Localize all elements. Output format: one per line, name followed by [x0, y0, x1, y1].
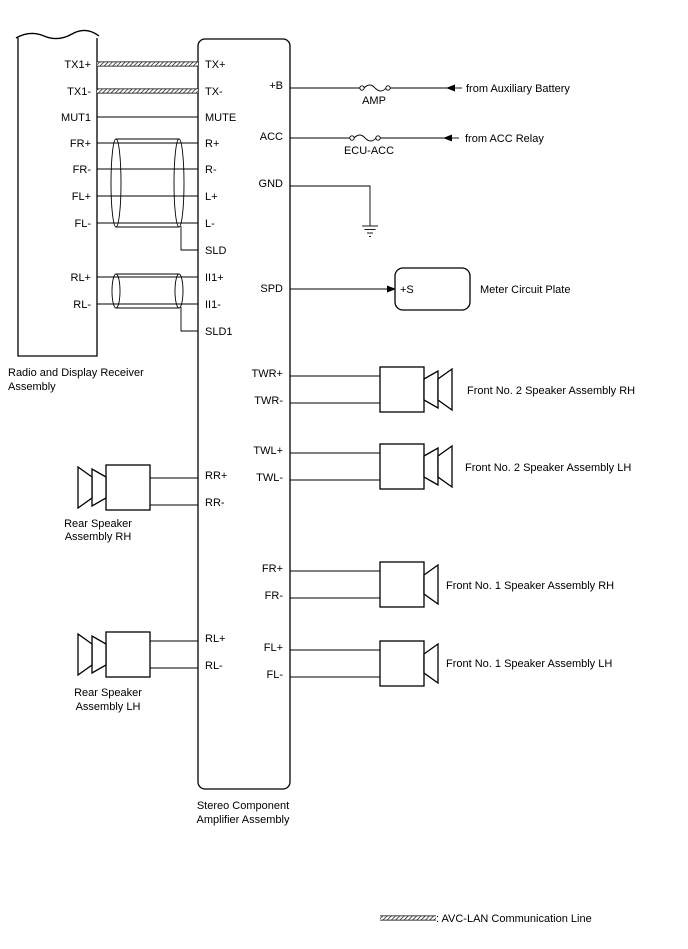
arrow-left-icon [443, 134, 452, 142]
radio-pin-label: RL- [73, 299, 91, 311]
front-no1-speaker-lh-label: Front No. 1 Speaker Assembly LH [446, 658, 612, 670]
amplifier-label-1: Stereo Component [197, 800, 289, 812]
amp-pin-label: R+ [205, 138, 219, 150]
rear-speaker-lh-label-2: Assembly LH [76, 701, 141, 713]
radio-pin-labels: TX1+ TX1- MUT1 FR+ FR- FL+ FL- RL+ RL- [61, 59, 91, 311]
meter-pin-label: +S [400, 284, 414, 296]
amp-pin-label: FR- [265, 590, 284, 602]
front-no2-speaker-lh-label: Front No. 2 Speaker Assembly LH [465, 462, 631, 474]
radio-receiver-assembly [15, 29, 100, 357]
arrow-right-icon [387, 285, 396, 293]
amp-pin-label: RL- [205, 660, 223, 672]
front-no1-speaker-rh-label: Front No. 1 Speaker Assembly RH [446, 580, 614, 592]
amp-pin-label: ACC [260, 131, 283, 143]
front-no2-speaker-rh-label: Front No. 2 Speaker Assembly RH [467, 385, 635, 397]
amp-left-pin-labels: TX+ TX- MUTE R+ R- L+ L- SLD II1+ II1- S… [205, 59, 236, 338]
shield-sld [110, 138, 198, 251]
amp-pin-label: TX- [205, 86, 223, 98]
radio-pin-label: RL+ [71, 272, 92, 284]
legend: : AVC-LAN Communication Line [380, 913, 592, 925]
amp-rear-pin-labels: RR+ RR- RL+ RL- [205, 470, 227, 672]
amp-pin-label: +B [269, 80, 283, 92]
amp-pin-label: SLD [205, 245, 226, 257]
ground-circuit [290, 185, 378, 237]
meter-circuit-plate-label: Meter Circuit Plate [480, 284, 570, 296]
amp-pin-label: R- [205, 164, 217, 176]
amp-pin-label: II1+ [205, 272, 224, 284]
radio-pin-label: FR- [73, 164, 92, 176]
spd-circuit: +S Meter Circuit Plate [290, 267, 570, 311]
radio-pin-label: TX1- [67, 86, 91, 98]
radio-pin-label: FL+ [72, 191, 91, 203]
amplifier-assembly [197, 38, 291, 790]
rear-speaker-rh: Rear Speaker Assembly RH [64, 464, 198, 543]
front-no2-speaker-rh: Front No. 2 Speaker Assembly RH [290, 366, 635, 413]
rear-speaker-rh-label-2: Assembly RH [65, 531, 132, 543]
front-no1-speaker-lh: Front No. 1 Speaker Assembly LH [290, 640, 612, 687]
amp-pin-label: FL+ [264, 642, 283, 654]
amp-pin-label: L+ [205, 191, 218, 203]
amp-pin-label: SPD [260, 283, 283, 295]
rear-speaker-lh: Rear Speaker Assembly LH [74, 631, 198, 713]
radio-pin-label: FL- [75, 218, 92, 230]
fuse-label-ecu-acc: ECU-ACC [344, 145, 394, 157]
amp-pin-label: TX+ [205, 59, 225, 71]
amp-pin-label: FL- [267, 669, 284, 681]
amp-pin-label: SLD1 [205, 326, 233, 338]
b-plus-circuit: AMP from Auxiliary Battery [290, 83, 570, 107]
front-no2-speaker-lh: Front No. 2 Speaker Assembly LH [290, 443, 631, 490]
amp-pin-label: TWR- [254, 395, 283, 407]
source-label-acc-relay: from ACC Relay [465, 133, 544, 145]
legend-label: : AVC-LAN Communication Line [436, 913, 592, 925]
rear-speaker-lh-label-1: Rear Speaker [74, 687, 142, 699]
amp-pin-label: GND [259, 178, 284, 190]
front-no1-speaker-rh: Front No. 1 Speaker Assembly RH [290, 561, 614, 608]
amp-pin-label: RR+ [205, 470, 227, 482]
radio-pin-label: FR+ [70, 138, 91, 150]
amp-pin-label: MUTE [205, 112, 236, 124]
amp-pin-label: RL+ [205, 633, 226, 645]
amp-pin-label: II1- [205, 299, 221, 311]
radio-pin-label: MUT1 [61, 112, 91, 124]
amp-pin-label: TWR+ [252, 368, 283, 380]
amp-pin-label: TWL- [256, 472, 283, 484]
amp-right-pin-labels: +B ACC GND SPD TWR+ TWR- TWL+ TWL- FR+ F… [252, 80, 284, 681]
amp-pin-label: FR+ [262, 563, 283, 575]
radio-receiver-label-1: Radio and Display Receiver [8, 367, 144, 379]
fuse-label-amp: AMP [362, 95, 386, 107]
ground-icon [362, 225, 378, 237]
rear-speaker-rh-label-1: Rear Speaker [64, 518, 132, 530]
source-label-battery: from Auxiliary Battery [466, 83, 570, 95]
amplifier-label-2: Amplifier Assembly [197, 814, 290, 826]
meter-circuit-plate [394, 267, 471, 311]
radio-pin-label: TX1+ [64, 59, 91, 71]
radio-receiver-label-2: Assembly [8, 381, 56, 393]
amp-pin-label: L- [205, 218, 215, 230]
acc-circuit: ECU-ACC from ACC Relay [290, 133, 544, 157]
arrow-left-icon [446, 84, 455, 92]
amp-pin-label: RR- [205, 497, 225, 509]
shield-sld1 [111, 273, 198, 332]
amp-pin-label: TWL+ [253, 445, 283, 457]
